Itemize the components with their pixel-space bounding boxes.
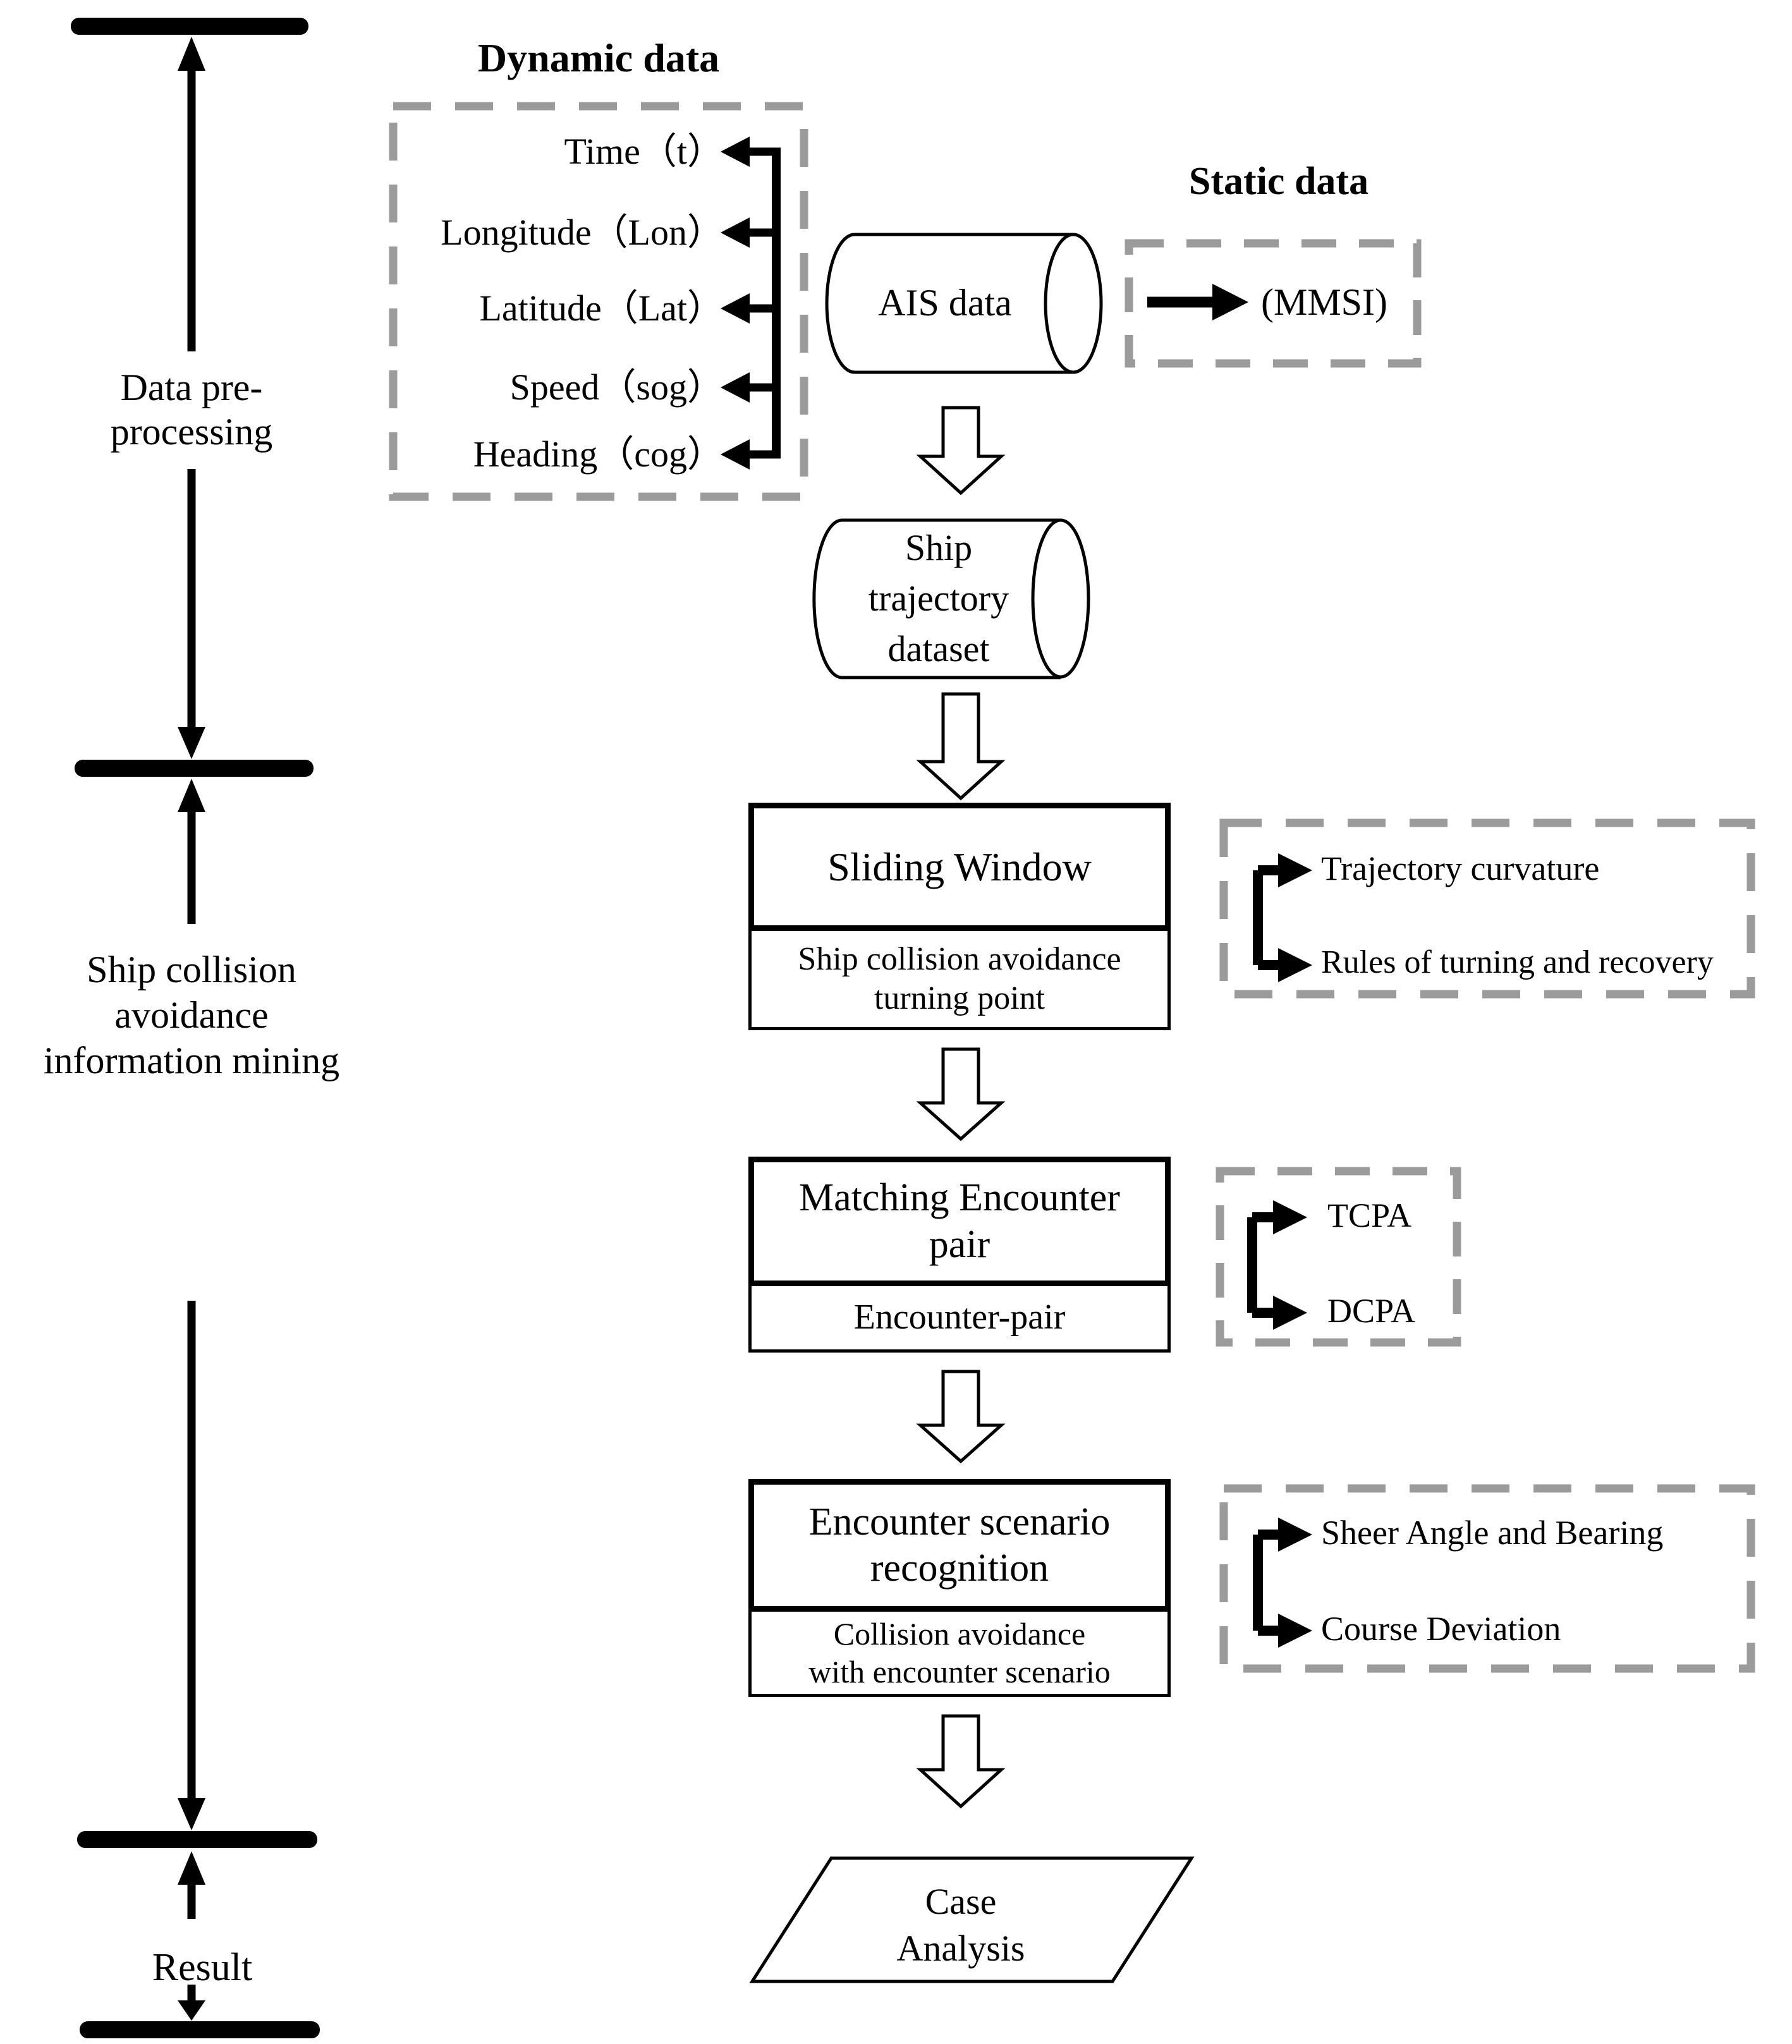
step-encounter-scenario-recognition: Encounter scenario recognition: [748, 1479, 1171, 1612]
factors-dashed-box-1: [1219, 818, 1755, 999]
dynamic-data-dashed-box: [389, 102, 808, 501]
axis-arrowhead-up-icon: [178, 37, 205, 71]
left-arrowhead-icon: [721, 137, 750, 167]
static-data-title: Static data: [1188, 160, 1369, 203]
ais-data-label: AIS data: [878, 282, 1012, 324]
right-arrowhead-icon: [1273, 1200, 1307, 1234]
right-arrowhead-icon: [1273, 1296, 1307, 1330]
factors-bracket-2: [1247, 1200, 1307, 1330]
phase-label-preprocessing: Data pre- processing: [110, 367, 273, 453]
dynamic-item-latitude: Latitude（Lat）: [479, 288, 724, 329]
factors-bracket-3: [1253, 1518, 1312, 1648]
flow-arrow-down-icon: [916, 1370, 1006, 1464]
right-arrowhead-icon: [1278, 853, 1312, 887]
phase-label-result: Result: [152, 1946, 253, 1989]
axis-arrowhead-down-icon: [178, 1798, 205, 1830]
factors-bracket-1: [1253, 853, 1312, 982]
mmsi-dashed-box: [1125, 239, 1422, 368]
step-title: Matching Encounter pair: [799, 1176, 1120, 1266]
step-sliding-window: Sliding Window: [748, 803, 1171, 931]
mmsi-arrow: [1147, 284, 1248, 320]
dynamic-item-speed: Speed（sog）: [509, 367, 724, 408]
axis-arrowhead-down-icon: [178, 727, 205, 759]
phase-bar-mid2: [77, 1831, 317, 1848]
dynamic-data-title: Dynamic data: [477, 35, 720, 80]
factor-rules-turning-recovery: Rules of turning and recovery: [1321, 944, 1714, 980]
left-arrowhead-icon: [721, 439, 750, 470]
factor-sheer-angle-bearing: Sheer Angle and Bearing: [1321, 1514, 1664, 1552]
step-title: Encounter scenario recognition: [808, 1500, 1111, 1590]
phase-bar-top: [71, 18, 308, 35]
step-encounter-output: Collision avoidance with encounter scena…: [748, 1612, 1171, 1697]
step-matching-encounter-pair: Matching Encounter pair: [748, 1157, 1171, 1286]
dynamic-data-bracket: [721, 137, 781, 470]
factor-dcpa: DCPA: [1327, 1292, 1416, 1330]
trajectory-dataset-label: Ship trajectory dataset: [868, 527, 1009, 669]
step-output-label: Encounter-pair: [853, 1298, 1066, 1337]
flow-arrow-down-icon: [916, 692, 1006, 801]
step-output-label: Ship collision avoidance turning point: [798, 940, 1121, 1016]
axis-arrowhead-down-icon: [178, 2000, 205, 2021]
left-arrowhead-icon: [721, 293, 750, 324]
mmsi-value: (MMSI): [1261, 281, 1388, 323]
ais-cylinder: [825, 233, 1103, 374]
axis-arrowhead-up-icon: [178, 779, 205, 812]
right-arrowhead-icon: [1212, 284, 1248, 320]
left-arrowhead-icon: [721, 372, 750, 403]
left-arrowhead-icon: [721, 217, 750, 248]
dynamic-item-time: Time（t）: [564, 131, 724, 172]
factor-course-deviation: Course Deviation: [1321, 1610, 1561, 1648]
step-sliding-window-output: Ship collision avoidance turning point: [748, 931, 1171, 1030]
phase-label-mining: Ship collision avoidance information min…: [43, 949, 340, 1081]
right-arrowhead-icon: [1278, 948, 1312, 982]
right-arrowhead-icon: [1278, 1518, 1312, 1552]
phase-axis: [71, 18, 320, 2038]
step-title: Sliding Window: [827, 844, 1092, 889]
phase-bar-bottom: [80, 2021, 320, 2038]
factor-tcpa: TCPA: [1327, 1196, 1412, 1234]
factor-trajectory-curvature: Trajectory curvature: [1321, 849, 1600, 887]
dynamic-item-heading: Heading（cog）: [473, 434, 724, 475]
factors-dashed-box-3: [1219, 1484, 1755, 1673]
case-analysis-label: Case Analysis: [896, 1881, 1025, 1969]
case-analysis-parallelogram: [749, 1856, 1195, 1983]
step-output-label: Collision avoidance with encounter scena…: [808, 1616, 1111, 1689]
flow-arrow-down-icon: [916, 1714, 1006, 1809]
flow-arrow-down-icon: [916, 1047, 1006, 1141]
flow-arrow-down-icon: [916, 406, 1006, 496]
axis-arrowhead-up-icon: [178, 1851, 205, 1885]
factors-dashed-box-2: [1216, 1167, 1461, 1347]
trajectory-cylinder: [812, 518, 1090, 679]
dynamic-item-longitude: Longitude（Lon）: [441, 212, 724, 253]
step-matching-output: Encounter-pair: [748, 1286, 1171, 1353]
right-arrowhead-icon: [1278, 1614, 1312, 1648]
phase-bar-mid1: [75, 760, 314, 777]
